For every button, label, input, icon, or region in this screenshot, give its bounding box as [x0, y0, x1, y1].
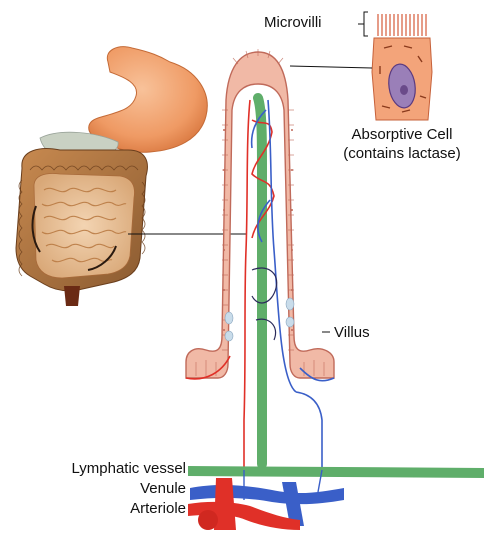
label-microvilli: Microvilli: [264, 14, 322, 31]
nucleolus: [400, 85, 408, 95]
label-lymphatic-vessel: Lymphatic vessel: [14, 460, 186, 477]
absorptive-cell: [358, 12, 432, 120]
base-vessels: [188, 466, 484, 530]
venule: [190, 485, 344, 504]
rectum: [64, 286, 80, 306]
small-intestine: [34, 174, 134, 279]
lymphatic-vessel: [188, 466, 484, 478]
lacteal: [258, 98, 262, 464]
pointer-villus-to-cell: [290, 66, 372, 68]
microvilli-strands: [378, 14, 426, 36]
label-villus: Villus: [334, 324, 370, 341]
microvilli-bracket: [358, 12, 368, 36]
villus: [186, 49, 334, 470]
label-absorptive-cell-note: (contains lactase): [312, 145, 486, 162]
label-venule: Venule: [14, 480, 186, 497]
digestive-system-illustration: [16, 47, 207, 306]
label-absorptive-cell: Absorptive Cell: [312, 126, 486, 143]
arteriole-end: [198, 510, 218, 530]
stomach: [89, 47, 208, 153]
label-arteriole: Arteriole: [14, 500, 186, 517]
